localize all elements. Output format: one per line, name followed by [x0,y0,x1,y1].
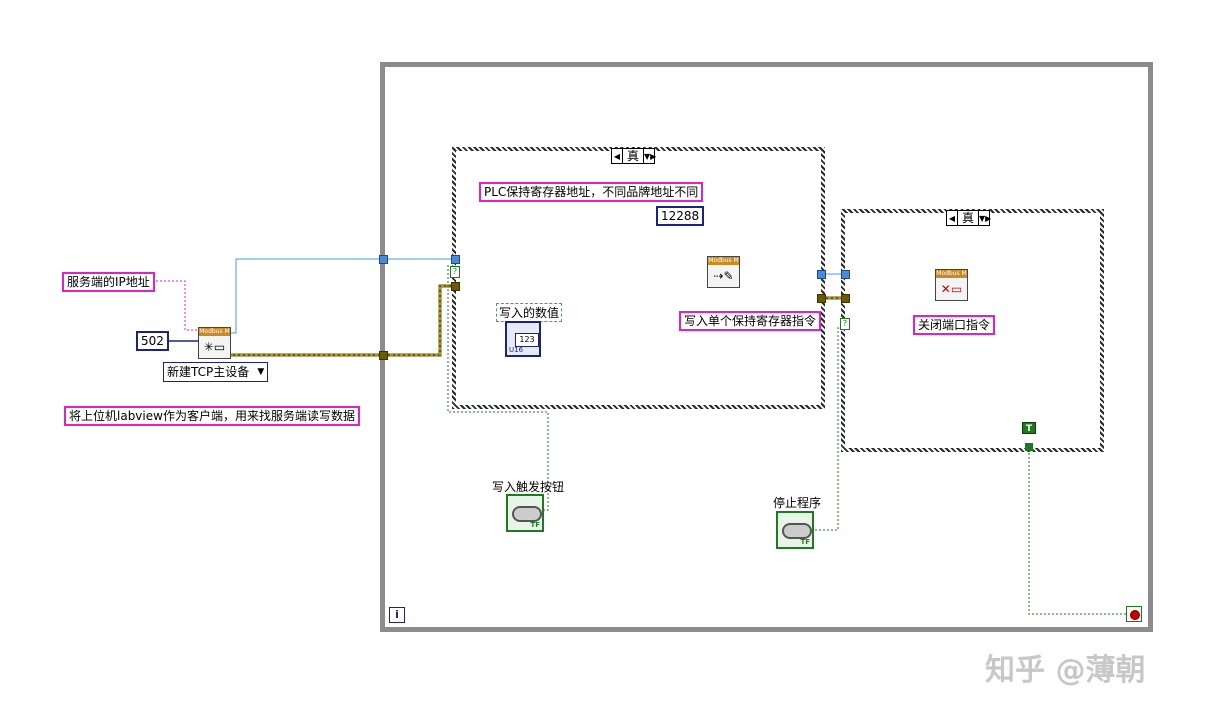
numeric-type-tag: U16 [509,346,524,354]
selector-terminal-close: ? [840,318,850,330]
refnum-case-tunnel-out [817,294,826,303]
write-trigger-button[interactable]: TF [506,494,544,532]
watermark: 知乎 @薄朝 [985,653,1146,688]
bool-type-tag: TF [800,538,810,546]
write-case-selector[interactable]: ◀ 真 ▼▶ [611,148,657,164]
refnum-close-tunnel [841,294,850,303]
subvi-header: Modbus M [199,328,230,336]
write-register-subvi[interactable]: Modbus M ⇢✎ [707,256,740,288]
stop-button[interactable]: TF [776,511,814,549]
close-case-selector[interactable]: ◀ 真 ▼▶ [946,210,992,226]
write-value-label: 写入的数值 [496,303,563,322]
subvi-header: Modbus M [936,270,967,278]
selector-terminal: ? [450,266,460,278]
client-note-comment: 将上位机labview作为客户端，用来找服务端读写数据 [64,406,360,426]
register-address-constant[interactable]: 12288 [656,206,705,226]
stop-terminal[interactable] [1126,606,1142,622]
ip-case-tunnel [451,255,460,264]
chevron-down-icon[interactable]: ▼ [257,367,265,377]
close-icon: ✕▭ [940,282,963,296]
iteration-terminal: i [389,607,405,623]
stop-terminal-wire [1028,445,1127,615]
new-tcp-master-ring[interactable]: 新建TCP主设备 ▼ [163,362,269,382]
ip-close-tunnel [841,270,850,279]
close-port-subvi[interactable]: Modbus M ✕▭ [935,269,968,301]
numeric-display: 123 [515,333,539,347]
ip-tunnel-in [379,255,388,264]
while-loop [380,62,1153,632]
refnum-case-tunnel [451,282,460,291]
write-trigger-label: 写入触发按钮 [492,480,565,494]
new-master-subvi[interactable]: Modbus M ✳▭ [198,327,231,359]
bool-type-tag: TF [530,521,540,529]
pencil-icon: ⇢✎ [713,269,734,283]
port-constant[interactable]: 502 [136,331,169,351]
write-value-control[interactable]: 123 U16 [505,321,541,357]
write-single-comment: 写入单个保持寄存器指令 [679,311,822,331]
refnum-tunnel-in [379,351,388,360]
ip-address-comment: 服务端的IP地址 [62,272,155,292]
close-case-structure [841,209,1104,452]
plc-address-comment: PLC保持寄存器地址，不同品牌地址不同 [479,182,704,202]
new-master-icon: ✳▭ [203,340,226,354]
dropdown-arrow-icon[interactable]: ▼▶ [644,151,657,161]
stop-label: 停止程序 [773,496,822,510]
bool-tunnel [1025,443,1033,451]
stop-icon [1130,610,1140,620]
subvi-header: Modbus M [708,257,739,265]
decrement-arrow-icon[interactable]: ◀ [948,213,956,223]
true-constant[interactable]: T [1022,422,1036,434]
toggle-icon [782,523,812,539]
ip-case-tunnel-out [817,270,826,279]
close-port-comment: 关闭端口指令 [913,315,996,335]
comment-link-wire [152,280,200,331]
dropdown-arrow-icon[interactable]: ▼▶ [979,213,992,223]
toggle-icon [512,506,542,522]
decrement-arrow-icon[interactable]: ◀ [613,151,621,161]
